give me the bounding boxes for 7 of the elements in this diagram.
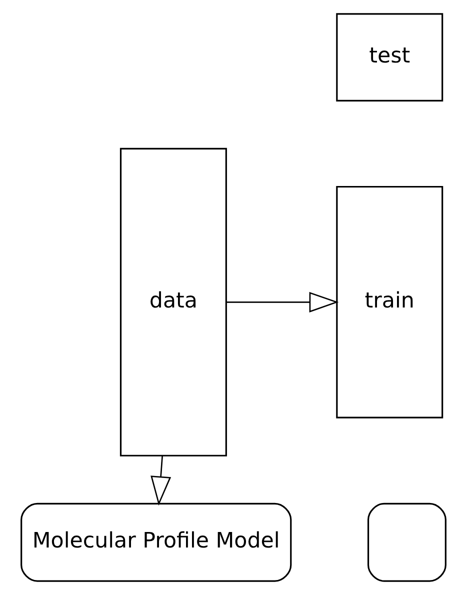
node-box: data: [119, 148, 226, 456]
node-box: train: [336, 186, 443, 418]
arrow: [150, 456, 171, 506]
node-box: [366, 502, 446, 582]
node-box: Molecular Profile Model: [20, 502, 292, 582]
node-box: test: [336, 13, 443, 102]
arrow: [226, 292, 338, 312]
